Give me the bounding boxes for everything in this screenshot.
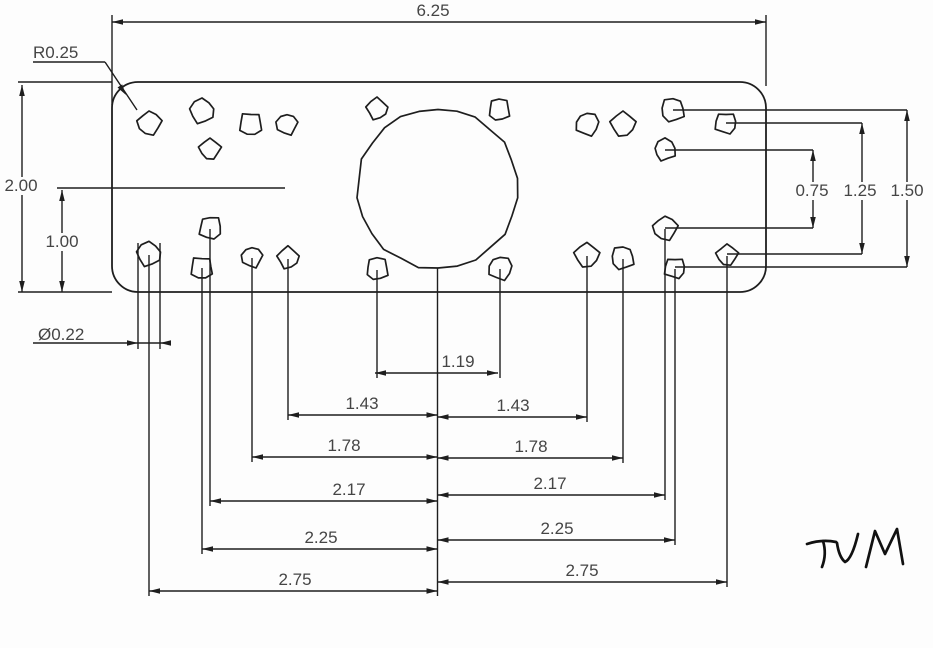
dim-text: 1.50 bbox=[890, 181, 923, 200]
arrowhead bbox=[810, 150, 816, 161]
arrowhead bbox=[437, 579, 449, 585]
callout-text: R0.25 bbox=[33, 43, 78, 62]
hole bbox=[197, 137, 223, 160]
dim-text: 1.43 bbox=[345, 394, 378, 413]
arrowhead bbox=[716, 579, 727, 585]
dim-text-mask bbox=[0, 177, 43, 195]
arrowhead bbox=[252, 454, 263, 460]
hole bbox=[654, 137, 677, 162]
arrowhead bbox=[437, 455, 449, 461]
arrowhead bbox=[149, 588, 160, 594]
arrowhead bbox=[612, 455, 623, 461]
dim-text: 1.78 bbox=[327, 436, 360, 455]
hole bbox=[575, 112, 600, 138]
dim-text-mask bbox=[885, 182, 929, 200]
dim-text: 2.25 bbox=[540, 519, 573, 538]
arrowhead bbox=[755, 19, 766, 25]
arrowhead bbox=[654, 492, 665, 498]
annotation-stroke-T-stem bbox=[820, 539, 827, 569]
dia-arrow-right bbox=[160, 340, 171, 346]
annotation-stroke-M bbox=[864, 527, 905, 569]
dim-text: 1.78 bbox=[514, 437, 547, 456]
annotation-stroke-T-bar bbox=[805, 539, 838, 546]
arrowhead bbox=[664, 537, 675, 543]
arrowhead bbox=[426, 454, 438, 460]
handwritten-annotation bbox=[805, 527, 905, 569]
dim-text-mask bbox=[838, 182, 882, 200]
r025-arrow bbox=[117, 84, 126, 95]
arrowhead bbox=[904, 256, 910, 267]
hole bbox=[714, 113, 737, 135]
dim-text-mask bbox=[790, 182, 834, 200]
dia-arrow-left bbox=[127, 340, 138, 346]
arrowhead bbox=[288, 412, 299, 418]
center-bore-circle bbox=[356, 108, 519, 269]
arrowhead bbox=[437, 492, 449, 498]
hole bbox=[238, 112, 263, 136]
dim-text: 2.17 bbox=[332, 480, 365, 499]
dim-text: 6.25 bbox=[416, 1, 449, 20]
dim-text: 2.25 bbox=[304, 528, 337, 547]
arrowhead bbox=[904, 110, 910, 121]
dim-text: 0.75 bbox=[795, 181, 828, 200]
arrowhead bbox=[810, 217, 816, 228]
hole bbox=[188, 97, 215, 125]
dimension-line-layer bbox=[18, 15, 910, 596]
arrowhead bbox=[487, 370, 498, 376]
arrowhead bbox=[210, 498, 221, 504]
annotation-stroke-U bbox=[835, 532, 860, 564]
dim-text: 2.17 bbox=[533, 474, 566, 493]
arrowhead bbox=[426, 588, 438, 594]
dim-text: 1.19 bbox=[441, 352, 474, 371]
arrowhead bbox=[19, 85, 25, 96]
dim-text: 2.75 bbox=[565, 561, 598, 580]
arrowhead bbox=[437, 414, 449, 420]
dim-text: 1.00 bbox=[45, 232, 78, 251]
arrowhead bbox=[202, 546, 213, 552]
dim-text-mask bbox=[40, 233, 84, 251]
arrowhead bbox=[59, 281, 65, 292]
hole bbox=[364, 96, 389, 121]
dimension-text-layer: 6.25 2.00 1.00 0.75 1.25 1.50 1.19 1.43 1.43 1.78… bbox=[0, 1, 929, 589]
hole bbox=[488, 98, 511, 121]
arrowhead bbox=[19, 281, 25, 292]
arrowhead bbox=[859, 243, 865, 254]
hole bbox=[135, 110, 163, 137]
arrowhead bbox=[426, 546, 438, 552]
hole bbox=[275, 113, 299, 137]
dim-text: 1.25 bbox=[843, 181, 876, 200]
arrowhead bbox=[375, 370, 386, 376]
arrowhead bbox=[576, 414, 587, 420]
arrowhead bbox=[59, 190, 65, 201]
dim-text: 2.00 bbox=[4, 176, 37, 195]
dim-text: 2.75 bbox=[278, 570, 311, 589]
arrowhead bbox=[437, 537, 449, 543]
arrowhead bbox=[426, 498, 438, 504]
hole bbox=[608, 110, 637, 137]
callout-text: Ø0.22 bbox=[38, 325, 84, 344]
arrowhead bbox=[859, 123, 865, 134]
plate-outline bbox=[111, 81, 767, 293]
hole bbox=[661, 97, 686, 123]
dim-text: 1.43 bbox=[496, 396, 529, 415]
arrowhead bbox=[426, 412, 438, 418]
arrowhead bbox=[112, 19, 123, 25]
